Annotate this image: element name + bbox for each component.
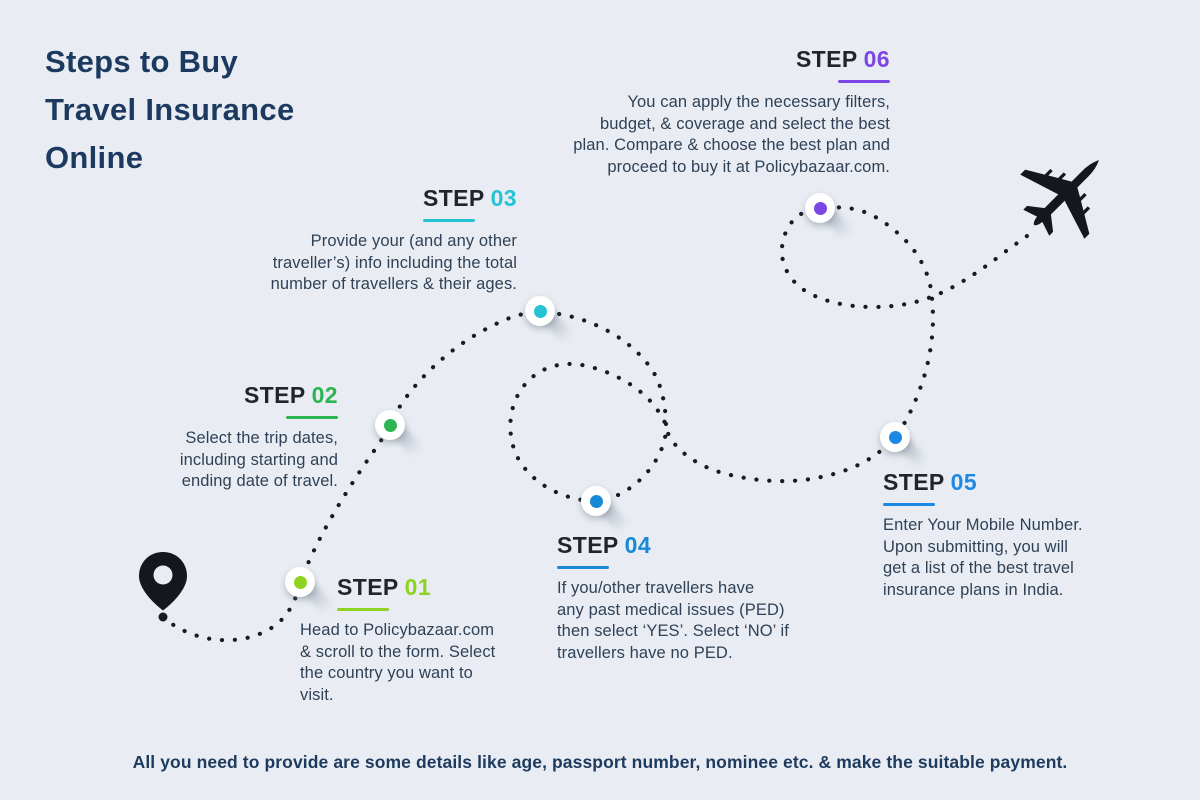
- step-03-underline: [422, 218, 475, 222]
- footer-note: All you need to provide are some details…: [132, 752, 1068, 772]
- step-02-description: Select the trip dates, including startin…: [179, 429, 338, 490]
- marker-step-03: [525, 296, 580, 350]
- step-label: STEP: [337, 574, 399, 600]
- step-label: STEP: [883, 469, 945, 495]
- step-01-description: Head to Policybazaar.com & scroll to the…: [300, 621, 496, 704]
- step-number: 02: [311, 382, 338, 408]
- step-01-underline: [337, 607, 389, 611]
- marker-dot-step-05: [888, 430, 902, 444]
- step-05-description: Enter Your Mobile Number. Upon submittin…: [883, 516, 1083, 599]
- step-06-description: You can apply the necessary filters, bud…: [573, 93, 890, 176]
- step-04-description: If you/other travellers have any past me…: [557, 579, 789, 662]
- marker-circle: [285, 567, 315, 597]
- marker-circle: [375, 410, 405, 440]
- step-number: 04: [624, 532, 652, 558]
- marker-circle: [805, 193, 835, 223]
- step-number: 05: [950, 469, 978, 495]
- marker-step-04: [581, 486, 636, 540]
- step-label: STEP: [557, 532, 619, 558]
- marker-circle: [581, 486, 611, 516]
- marker-dot-step-03: [533, 304, 547, 318]
- step-label: STEP: [422, 185, 485, 211]
- marker-dot-step-01: [293, 575, 307, 589]
- route-start-dot: [158, 612, 168, 622]
- marker-dot-step-02: [383, 418, 397, 432]
- marker-dot-step-06: [813, 201, 827, 215]
- step-02-underline: [286, 415, 338, 419]
- step-05-underline: [883, 502, 935, 506]
- step-06-underline: [838, 79, 890, 83]
- map-pin-icon: [139, 552, 187, 611]
- marker-dot-step-04: [589, 494, 603, 508]
- step-label: STEP: [795, 46, 858, 72]
- marker-step-05: [880, 422, 935, 476]
- step-number: 01: [404, 574, 432, 600]
- marker-circle: [525, 296, 555, 326]
- marker-circle: [880, 422, 910, 452]
- page-title: Steps to Buy Travel Insurance Online: [45, 44, 295, 175]
- step-number: 03: [490, 185, 517, 211]
- marker-step-06: [805, 193, 860, 247]
- step-03-description: Provide your (and any other traveller’s)…: [270, 232, 517, 293]
- airplane-icon: [1020, 160, 1099, 239]
- step-04-underline: [557, 565, 609, 569]
- step-number: 06: [863, 46, 890, 72]
- marker-step-01: [285, 567, 340, 621]
- step-label: STEP: [243, 382, 306, 408]
- marker-step-02: [375, 410, 430, 464]
